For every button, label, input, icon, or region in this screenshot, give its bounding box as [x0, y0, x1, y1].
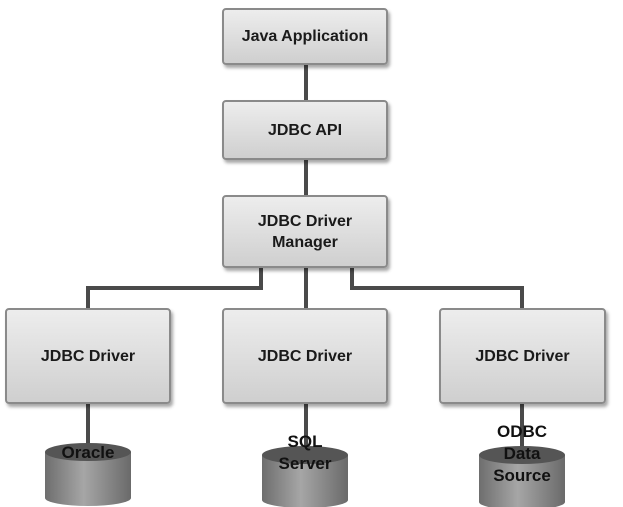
node-driver-manager: JDBC Driver Manager [222, 195, 388, 268]
connector-manager-driver-right [350, 268, 524, 308]
db-label-sql-server: SQL Server [278, 432, 332, 473]
node-driver-left: JDBC Driver [5, 308, 171, 404]
node-jdbc-api: JDBC API [222, 100, 388, 160]
db-label-odbc: ODBC Data Source [493, 422, 551, 485]
cylinder-sql-server [262, 446, 348, 507]
db-label-oracle: Oracle [61, 442, 115, 462]
node-java-application: Java Application [222, 8, 388, 65]
node-driver-right: JDBC Driver [439, 308, 606, 404]
connector-manager-driver-left [86, 268, 263, 308]
node-driver-middle: JDBC Driver [222, 308, 388, 404]
cylinder-oracle [45, 443, 131, 506]
cylinder-odbc [479, 446, 565, 507]
